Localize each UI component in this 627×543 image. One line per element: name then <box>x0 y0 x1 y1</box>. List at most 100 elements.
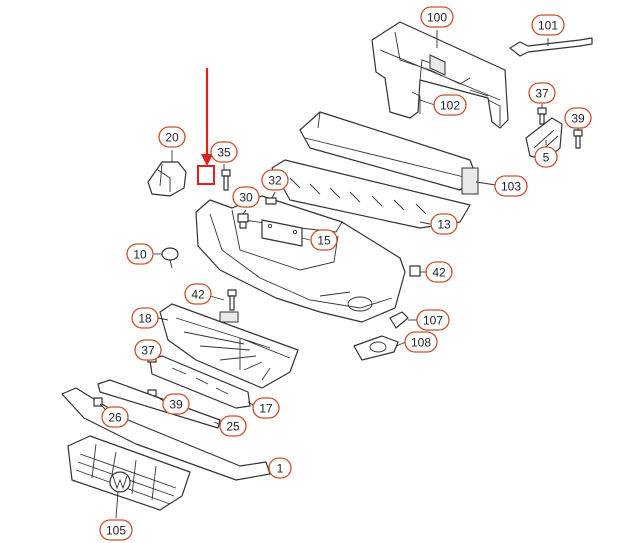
callout-label: 30 <box>239 191 253 205</box>
callout-oval <box>531 14 565 36</box>
screw-35 <box>221 169 231 191</box>
callout-label: 35 <box>217 146 231 160</box>
callout-c101: 101 <box>531 14 565 36</box>
callout-label: 100 <box>427 11 447 25</box>
callout-c42a: 42 <box>425 261 453 283</box>
callout-c30: 30 <box>232 186 260 208</box>
callout-c37a: 37 <box>528 82 556 104</box>
license-plate-bracket <box>261 219 303 247</box>
side-bracket-left <box>147 161 187 197</box>
callout-oval <box>425 261 453 283</box>
energy-absorber <box>271 159 471 229</box>
callout-label: 25 <box>226 420 240 434</box>
callout-oval <box>126 243 154 265</box>
callout-c105: 105 <box>99 519 133 541</box>
callout-label: 102 <box>440 99 460 113</box>
callout-oval <box>534 146 558 168</box>
clip-26 <box>93 397 103 407</box>
callout-oval <box>268 457 292 479</box>
callout-oval <box>261 169 289 191</box>
callout-c25: 25 <box>219 415 247 437</box>
callout-c42b: 42 <box>184 283 212 305</box>
callout-oval <box>420 6 454 28</box>
callout-label: 15 <box>317 234 331 248</box>
callout-oval <box>210 141 238 163</box>
callout-oval <box>528 82 556 104</box>
callout-c15: 15 <box>310 229 338 251</box>
callout-oval <box>433 94 467 116</box>
bolt-39-right <box>573 129 583 149</box>
callout-c17: 17 <box>252 397 280 419</box>
callout-layer: 100 101 102 103 37 39 5 20 35 32 30 13 15 10 42 42 107 18… <box>99 6 592 541</box>
callout-c35: 35 <box>210 141 238 163</box>
callout-label: 13 <box>437 218 451 232</box>
callout-c102: 102 <box>433 94 467 116</box>
callout-oval <box>416 309 450 331</box>
callout-label: 103 <box>501 180 521 194</box>
callout-oval <box>184 283 212 305</box>
callout-oval <box>158 126 186 148</box>
callout-label: 39 <box>169 398 183 412</box>
clip-32 <box>265 197 277 205</box>
callout-label: 18 <box>138 312 152 326</box>
callout-c37b: 37 <box>134 339 162 361</box>
callout-c5: 5 <box>534 146 558 168</box>
callout-oval <box>564 107 592 129</box>
callout-oval <box>99 519 133 541</box>
callout-oval <box>404 331 438 353</box>
fog-light-cover <box>389 311 409 329</box>
cap-10 <box>161 247 179 269</box>
callout-c107: 107 <box>416 309 450 331</box>
callout-c13: 13 <box>430 213 458 235</box>
callout-label: 42 <box>191 288 205 302</box>
callout-label: 101 <box>538 19 558 33</box>
callout-c20: 20 <box>158 126 186 148</box>
callout-oval <box>101 406 129 428</box>
callout-oval <box>162 393 190 415</box>
radiator-support-frame <box>371 21 509 129</box>
nut-42-right <box>409 265 421 277</box>
callout-label: 105 <box>106 524 126 538</box>
nut-30 <box>237 213 249 229</box>
callout-oval <box>131 307 159 329</box>
callout-label: 5 <box>543 151 550 165</box>
callout-oval <box>252 397 280 419</box>
callout-oval <box>310 229 338 251</box>
callout-label: 37 <box>141 344 155 358</box>
callout-label: 37 <box>535 87 549 101</box>
callout-c108: 108 <box>404 331 438 353</box>
lower-trim-strip <box>149 355 251 409</box>
radiator-grille <box>67 435 191 511</box>
callout-oval <box>232 186 260 208</box>
callout-oval <box>219 415 247 437</box>
bracket-rod <box>509 37 593 57</box>
callout-label: 42 <box>432 266 446 280</box>
callout-label: 17 <box>259 402 273 416</box>
highlight-box <box>197 165 215 185</box>
callout-c39a: 39 <box>564 107 592 129</box>
callout-label: 1 <box>277 462 284 476</box>
screw-37-right <box>537 107 547 125</box>
callout-label: 20 <box>165 131 179 145</box>
fog-light-frame <box>353 335 399 361</box>
callout-c100: 100 <box>420 6 454 28</box>
highlight-arrow <box>201 68 213 166</box>
bumper-cover <box>195 195 406 323</box>
screw-42-left <box>219 289 239 323</box>
callout-c26: 26 <box>101 406 129 428</box>
callout-oval <box>134 339 162 361</box>
callout-c1: 1 <box>268 457 292 479</box>
callout-label: 39 <box>571 112 585 126</box>
callout-c103: 103 <box>494 175 528 197</box>
callout-label: 107 <box>423 314 443 328</box>
callout-c32: 32 <box>261 169 289 191</box>
callout-label: 32 <box>268 174 282 188</box>
callout-label: 108 <box>411 336 431 350</box>
callout-label: 26 <box>108 411 122 425</box>
impact-beam <box>299 111 479 195</box>
callout-c39b: 39 <box>162 393 190 415</box>
callout-c10: 10 <box>126 243 154 265</box>
callout-label: 10 <box>133 248 147 262</box>
lower-grille <box>159 303 299 389</box>
